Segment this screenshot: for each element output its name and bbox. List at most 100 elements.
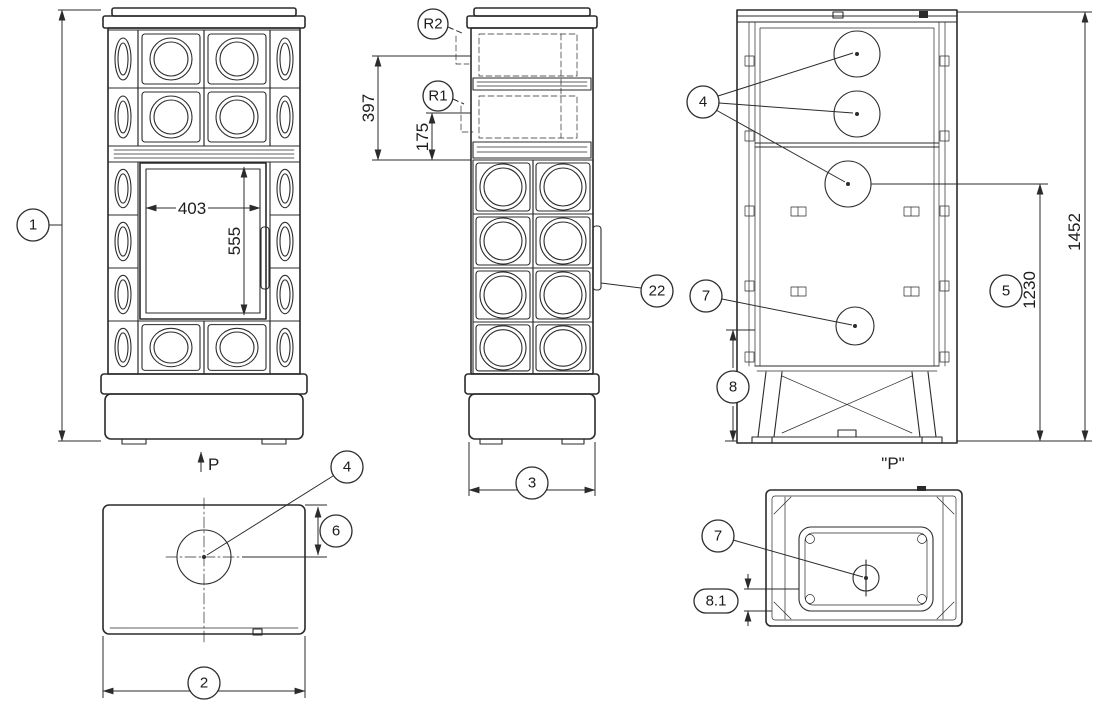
front-base (104, 393, 304, 440)
rear-legs (751, 365, 943, 444)
tile-oval (107, 87, 139, 147)
balloon-4-top: 4 (206, 450, 364, 556)
tile-circle (137, 29, 205, 89)
tile-circle (203, 320, 271, 375)
tile-oval (269, 161, 301, 216)
dim-1230-text: 1230 (1020, 271, 1039, 309)
tile-circle (532, 267, 594, 323)
top-view: 4 6 2 (102, 450, 364, 700)
balloon-4-top-label: 4 (343, 459, 351, 476)
balloon-22-label: 22 (649, 283, 666, 300)
bottom-grommet (852, 559, 880, 597)
tile-oval (269, 29, 301, 89)
dim-397-text: 397 (359, 94, 378, 122)
balloon-1-label: 1 (29, 217, 37, 234)
balloon-7-bottom-label: 7 (714, 528, 722, 545)
balloon-5-label: 5 (1002, 283, 1010, 300)
dim-door-height-text: 555 (225, 227, 244, 255)
side-crown (466, 15, 598, 29)
side-foot-left (479, 438, 503, 445)
balloon-7-label: 7 (702, 288, 710, 305)
dim-175: 175 (413, 112, 471, 161)
tile-circle (472, 321, 534, 375)
balloon-3: 3 (515, 466, 549, 500)
balloon-7-bottom: 7 (701, 519, 864, 578)
tile-oval (269, 87, 301, 147)
front-base-molding (100, 373, 308, 395)
tile-circle (472, 267, 534, 323)
dim-6 (242, 504, 327, 558)
tile-circle (472, 159, 534, 215)
dim-door-width-text: 403 (178, 199, 206, 218)
bottom-top-tab (917, 486, 926, 491)
side-tiles (472, 159, 594, 375)
side-shelf-2 (472, 141, 592, 159)
front-tiles-upper (107, 29, 301, 147)
front-foot-right (261, 438, 287, 445)
r1-detail-bracket (460, 105, 474, 133)
balloon-4-label: 4 (699, 94, 707, 111)
side-base-molding (464, 373, 600, 395)
balloon-5: 5 (989, 274, 1023, 308)
side-door-handle (592, 225, 602, 291)
balloon-r1: R1 (422, 80, 474, 133)
front-crown (102, 15, 306, 29)
rear-view: 4 7 5 1452 1230 (686, 9, 1092, 473)
tile-oval (107, 161, 139, 216)
tile-circle (203, 29, 271, 89)
tile-oval (269, 214, 301, 269)
tile-circle (532, 159, 594, 215)
side-view: 397 175 R2 R1 (359, 7, 674, 500)
balloon-6-label: 6 (332, 523, 340, 540)
dim-1452-text: 1452 (1065, 213, 1084, 251)
tile-circle (532, 321, 594, 375)
dim-overall-front (49, 9, 101, 442)
balloon-r2-label: R2 (423, 16, 442, 33)
dim-door-height: 555 (225, 166, 248, 316)
balloon-2: 2 (187, 666, 221, 700)
front-tiles-bottom (107, 320, 301, 375)
tile-circle (472, 213, 534, 269)
balloon-2-label: 2 (200, 675, 208, 692)
tile-oval (269, 267, 301, 322)
front-view: 403 555 1 P (16, 7, 308, 474)
tile-oval (107, 320, 139, 375)
rear-frame (736, 9, 958, 444)
label-p-view: "P" (881, 454, 904, 473)
bottom-outline (765, 489, 963, 627)
front-shelf-band (107, 145, 301, 163)
dim-door-width: 403 (145, 199, 261, 218)
balloon-8-1: 8.1 (693, 588, 739, 614)
balloon-7: 7 (689, 279, 853, 326)
rear-side-channels (744, 21, 950, 367)
door-handle (260, 226, 270, 290)
side-crown-top (473, 7, 591, 17)
rear-top-clip (832, 11, 844, 19)
tile-circle (137, 87, 205, 147)
label-p-arrow: P (208, 455, 219, 474)
rear-panel-clips (790, 206, 920, 297)
balloon-1: 1 (16, 208, 50, 242)
dim-8 (725, 329, 755, 442)
tile-oval (107, 214, 139, 269)
dim-8-1 (744, 574, 799, 626)
dim-397: 397 (359, 55, 471, 161)
tile-oval (107, 267, 139, 322)
tile-oval (107, 29, 139, 89)
balloon-r2: R2 (417, 8, 470, 65)
balloon-6: 6 (319, 514, 353, 548)
bottom-inner-frame (798, 526, 934, 612)
rear-knockouts (824, 30, 881, 346)
rear-panel (759, 27, 935, 367)
rear-top-tab (919, 11, 928, 18)
side-base (468, 393, 596, 440)
dim-1452: 1452 (957, 11, 1092, 442)
bottom-view: 7 8.1 (693, 486, 963, 627)
side-shelf-1 (472, 77, 592, 91)
bottom-corner-gussets (773, 496, 955, 620)
front-crown-top (111, 7, 297, 17)
view-direction-arrow: P (197, 451, 219, 474)
front-tiles-middle (107, 161, 301, 322)
dim-175-text: 175 (413, 123, 432, 151)
